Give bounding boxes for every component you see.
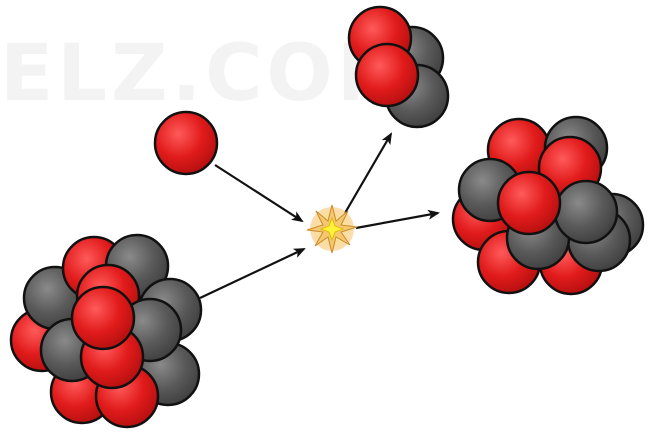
- product-nucleus: [453, 117, 643, 294]
- proton: [72, 287, 134, 349]
- incoming-particle: [155, 112, 217, 174]
- arrow-spark-to-product: [356, 213, 438, 228]
- arrow-neutron-to-spark: [215, 165, 302, 221]
- proton: [356, 44, 418, 106]
- proton: [498, 172, 560, 234]
- proton: [155, 112, 217, 174]
- reaction-spark: [307, 205, 357, 253]
- neutron: [555, 181, 617, 243]
- target-nucleus: [11, 235, 201, 427]
- arrow-spark-to-alpha: [345, 134, 391, 213]
- arrow-nucleus-to-spark: [200, 249, 304, 298]
